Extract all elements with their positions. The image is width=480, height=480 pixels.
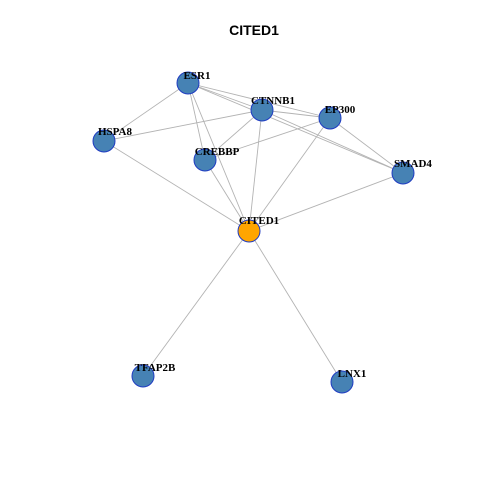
edge-esr1-crebbp	[187, 82, 206, 161]
node-circle[interactable]	[92, 129, 116, 153]
node-label: ESR1	[184, 70, 211, 82]
node-circle[interactable]	[131, 364, 155, 388]
node-label: CREBBP	[195, 146, 240, 158]
edge-ctnnb1-smad4	[261, 109, 404, 174]
node-circle[interactable]	[318, 106, 342, 130]
edge-esr1-cited1	[187, 82, 250, 232]
edge-hspa8-cited1	[103, 140, 250, 232]
node-circle[interactable]	[330, 370, 354, 394]
node-label: SMAD4	[394, 158, 432, 170]
node-label: LNX1	[338, 368, 367, 380]
edge-ep300-crebbp	[204, 117, 331, 161]
node-label: EP300	[325, 104, 356, 116]
node-smad4[interactable]: SMAD4	[391, 158, 432, 185]
graph-title: CITED1	[229, 22, 279, 38]
edge-ctnnb1-cited1	[248, 109, 263, 232]
node-tfap2b[interactable]: TFAP2B	[131, 362, 176, 388]
node-circle[interactable]	[391, 161, 415, 185]
edge-ep300-smad4	[329, 117, 404, 174]
node-circle[interactable]	[193, 148, 217, 172]
node-label: CTNNB1	[251, 95, 295, 107]
edges-layer	[103, 82, 404, 383]
node-label: CITED1	[239, 215, 279, 227]
node-crebbp[interactable]: CREBBP	[193, 146, 240, 172]
node-hspa8[interactable]: HSPA8	[92, 126, 133, 153]
node-circle[interactable]	[250, 98, 274, 122]
node-label: HSPA8	[98, 126, 133, 138]
edge-ep300-cited1	[248, 117, 331, 232]
edge-crebbp-cited1	[204, 159, 250, 232]
edge-esr1-ctnnb1	[187, 82, 263, 111]
node-circle[interactable]	[237, 219, 261, 243]
edge-cited1-tfap2b	[142, 230, 250, 377]
edge-esr1-hspa8	[103, 82, 189, 142]
edge-cited1-lnx1	[248, 230, 343, 383]
edge-ctnnb1-hspa8	[103, 109, 263, 142]
node-label: TFAP2B	[135, 362, 176, 374]
edge-esr1-smad4	[187, 82, 404, 174]
node-lnx1[interactable]: LNX1	[330, 368, 367, 394]
node-cited1[interactable]: CITED1	[237, 215, 279, 243]
node-ep300[interactable]: EP300	[318, 104, 356, 130]
edge-smad4-cited1	[248, 172, 404, 232]
edge-ctnnb1-crebbp	[204, 109, 263, 161]
node-esr1[interactable]: ESR1	[176, 70, 211, 95]
node-ctnnb1[interactable]: CTNNB1	[250, 95, 295, 122]
node-circle[interactable]	[176, 71, 200, 95]
